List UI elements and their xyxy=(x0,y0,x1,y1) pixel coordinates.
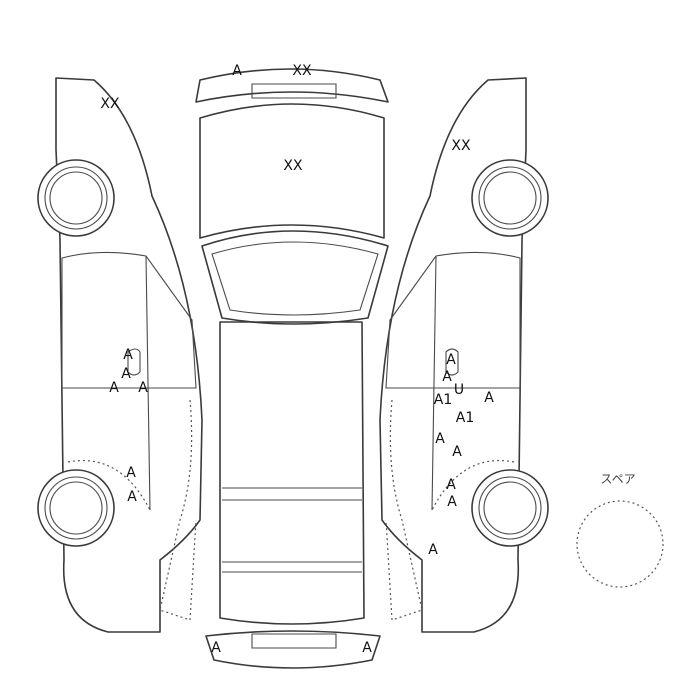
damage-mark: A xyxy=(232,63,242,79)
car-top-view xyxy=(195,68,389,669)
damage-mark: A xyxy=(211,640,221,656)
damage-mark: A xyxy=(127,489,137,505)
damage-mark: XX xyxy=(283,158,303,174)
damage-mark: A xyxy=(435,431,445,447)
damage-marks: A XX XX XX XX A A A A A A A A U A1 A A1 … xyxy=(100,63,494,656)
damage-mark: A xyxy=(109,380,119,396)
wheel-right-front xyxy=(471,159,549,237)
damage-mark: A xyxy=(446,352,456,368)
damage-mark: A xyxy=(446,477,456,493)
damage-mark: A xyxy=(442,369,452,385)
wheel-right-rear xyxy=(471,469,549,547)
damage-mark: A xyxy=(428,542,438,558)
damage-mark: A xyxy=(447,494,457,510)
damage-mark: XX xyxy=(451,138,471,154)
damage-mark: A xyxy=(362,640,372,656)
damage-mark: XX xyxy=(292,63,312,79)
car-right-side-view xyxy=(379,77,527,633)
damage-mark: A1 xyxy=(434,392,452,408)
damage-mark: A1 xyxy=(456,410,474,426)
damage-mark: A xyxy=(121,366,131,382)
damage-mark: U xyxy=(454,382,464,398)
spare-tire-label: スペア xyxy=(600,472,635,486)
wheel-left-front xyxy=(37,159,115,237)
damage-mark: A xyxy=(123,347,133,363)
spare-tire: スペア xyxy=(576,472,664,588)
damage-mark: A xyxy=(126,465,136,481)
car-left-side-view xyxy=(55,77,203,633)
damage-mark: A xyxy=(138,380,148,396)
damage-mark: XX xyxy=(100,96,120,112)
wheel-left-rear xyxy=(37,469,115,547)
damage-mark: A xyxy=(452,444,462,460)
damage-mark: A xyxy=(484,390,494,406)
